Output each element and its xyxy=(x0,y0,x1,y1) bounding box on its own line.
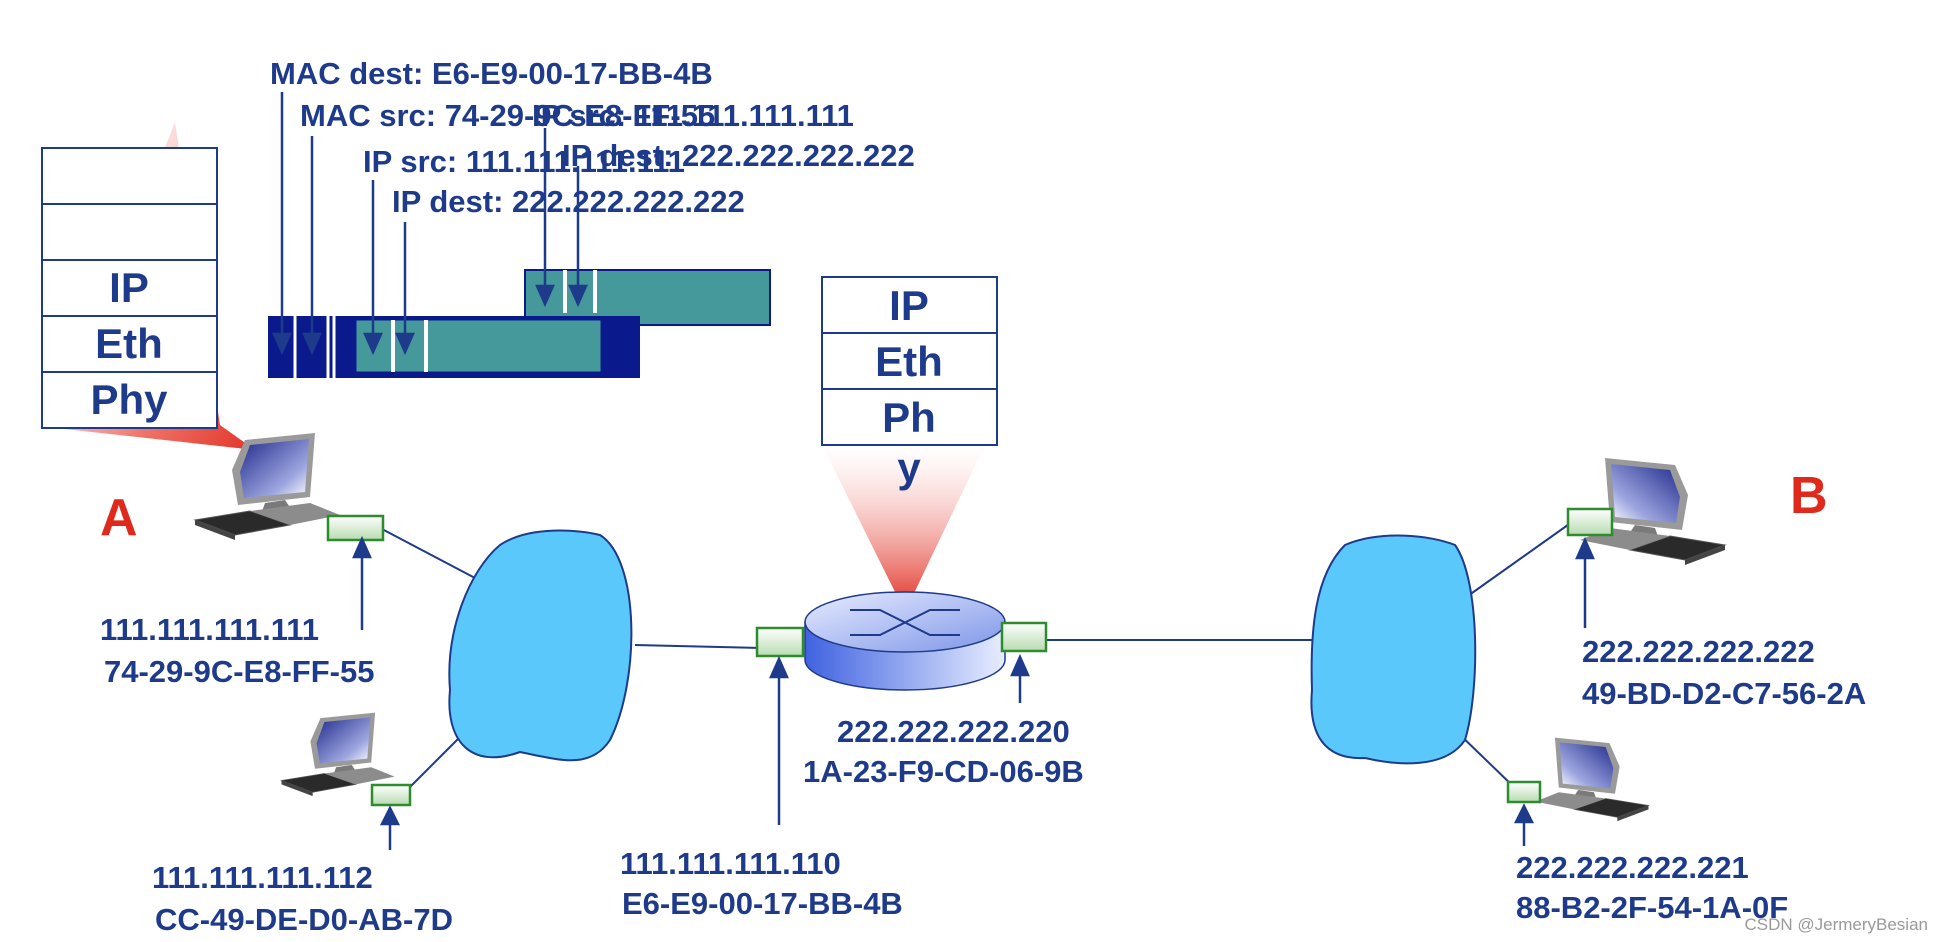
label-mac-src: MAC src: 74-29-9C-E8-FF-55 xyxy=(300,98,715,133)
label-ip-src-outer: IP src: 111.111.111.111 xyxy=(363,144,685,179)
address-arrows xyxy=(352,535,1595,850)
subnet-cloud-left xyxy=(448,529,633,762)
host-221-mac: 88-B2-2F-54-1A-0F xyxy=(1516,890,1788,925)
host-a-stack-layer-eth: Eth xyxy=(95,320,163,367)
header-arrows xyxy=(272,92,588,356)
network-interface-cards xyxy=(326,507,1614,807)
router xyxy=(804,591,1006,691)
router-right-mac: 1A-23-F9-CD-06-9B xyxy=(803,754,1084,789)
nic-host-b xyxy=(1566,507,1614,537)
nic-router-right xyxy=(1000,621,1048,653)
link-subnet1-router xyxy=(634,644,763,649)
router-stack-layer-eth: Eth xyxy=(875,338,943,385)
nic-host-112 xyxy=(370,783,412,807)
router-left-ip: 111.111.111.110 xyxy=(620,846,841,881)
host-b-mac: 49-BD-D2-C7-56-2A xyxy=(1582,676,1866,711)
watermark: CSDN @JermeryBesian xyxy=(1744,915,1928,934)
router-stack-name: y xyxy=(897,444,921,491)
host-a-stack-layer-phy: Phy xyxy=(90,376,168,423)
router-left-mac: E6-E9-00-17-BB-4B xyxy=(622,886,903,921)
host-a-computer-icon xyxy=(194,432,341,541)
label-ip-dest-outer: IP dest: 222.222.222.222 xyxy=(392,184,745,219)
host-a-ip: 111.111.111.111 xyxy=(100,612,319,647)
label-ip-dest-inner: IP dest: 222.222.222.222 xyxy=(562,138,915,173)
host-112-ip: 111.111.111.112 xyxy=(152,860,373,895)
link-host112-subnet1 xyxy=(404,734,463,793)
subnet-cloud-right xyxy=(1310,534,1477,765)
host-221-computer-icon xyxy=(1535,737,1649,822)
label-mac-dest: MAC dest: E6-E9-00-17-BB-4B xyxy=(270,56,713,91)
frame-outer xyxy=(268,316,640,378)
router-stack-layer-ip: IP xyxy=(889,282,929,329)
nic-host-221 xyxy=(1506,780,1542,804)
label-ip-src-inner: IP src: 111.111.111.111 xyxy=(532,98,854,133)
host-b-label: B xyxy=(1790,467,1828,525)
host-a-mac: 74-29-9C-E8-FF-55 xyxy=(104,654,374,689)
router-protocol-stack: IP Eth Ph y xyxy=(821,276,998,491)
nic-router-left xyxy=(755,626,805,658)
host-b-ip: 222.222.222.222 xyxy=(1582,634,1815,669)
router-stack-beam xyxy=(822,445,985,612)
host-112-computer-icon xyxy=(281,712,395,797)
datagram-inner xyxy=(524,269,771,326)
nic-host-a xyxy=(326,514,385,542)
host-221-ip: 222.222.222.221 xyxy=(1516,850,1749,885)
link-subnet2-b xyxy=(1464,521,1573,599)
host-a-label: A xyxy=(100,489,138,547)
router-right-ip: 222.222.222.220 xyxy=(837,714,1070,749)
host-112-mac: CC-49-DE-D0-AB-7D xyxy=(155,902,453,937)
host-a-stack-layer-ip: IP xyxy=(109,264,149,311)
router-stack-layer-phy: Ph xyxy=(882,394,936,441)
host-a-protocol-stack: IP Eth Phy xyxy=(41,147,218,429)
link-a-subnet1 xyxy=(379,527,476,579)
